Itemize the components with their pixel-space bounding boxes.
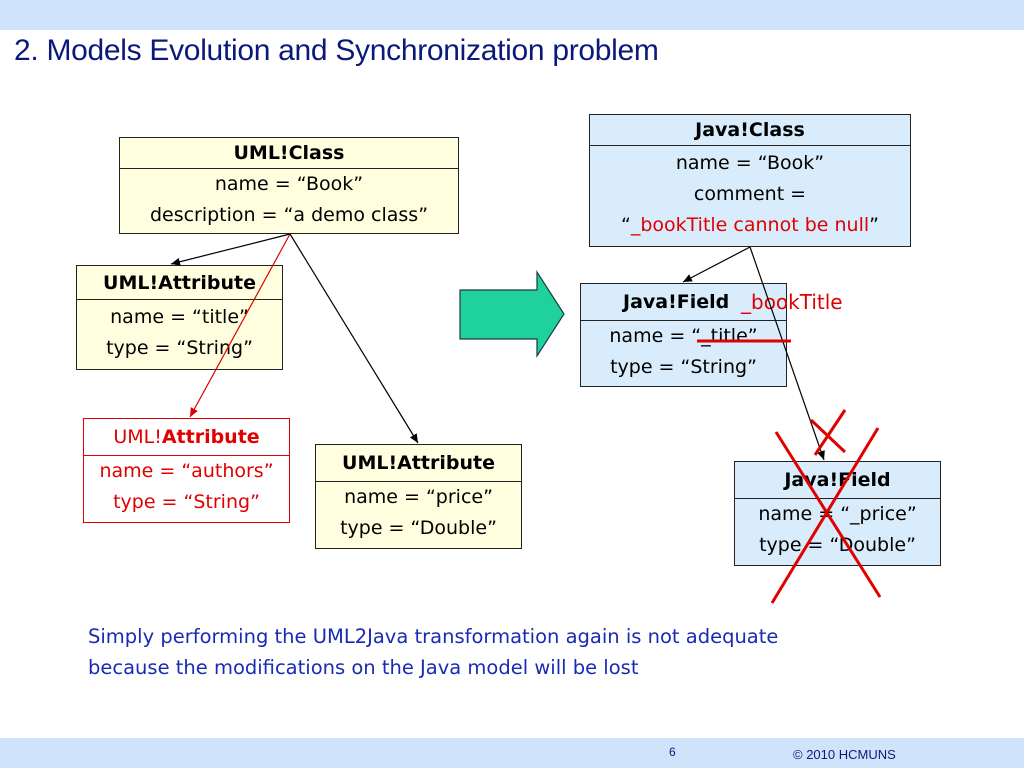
bottom-bar (0, 738, 1024, 768)
uml-class-name: name = “Book” (214, 173, 364, 195)
uml-attribute-price-header: UML!Attribute (316, 445, 521, 482)
uml-attribute-authors-header: UML!Attribute (84, 419, 289, 456)
java-field-title-body: name = “_title” type = “String” (581, 321, 786, 383)
java-class-body: name = “Book” comment = “_bookTitle cann… (590, 146, 910, 241)
uml-attribute-authors-box: UML!Attribute name = “authors” type = “S… (83, 418, 290, 523)
java-class-box: Java!Class name = “Book” comment = “_boo… (589, 114, 911, 247)
top-bar (0, 0, 1024, 30)
uml-attribute-price-name: name = “price” (344, 486, 493, 508)
uml-class-header: UML!Class (120, 138, 458, 169)
uml-attribute-authors-body: name = “authors” type = “String” (84, 456, 289, 518)
java-field-rename-annotation: _bookTitle (741, 290, 843, 314)
java-field-title-name: name = “_title” (609, 325, 758, 347)
java-class-name: name = “Book” (675, 152, 825, 174)
java-class-header: Java!Class (590, 115, 910, 146)
uml-attribute-authors-type: type = “String” (113, 491, 260, 513)
uml-class-body: name = “Book” description = “a demo clas… (120, 169, 458, 231)
uml-attribute-authors-name: name = “authors” (99, 460, 274, 482)
java-field-price-name: name = “_price” (758, 503, 917, 525)
java-field-title-type: type = “String” (610, 356, 757, 378)
slide-title: 2. Models Evolution and Synchronization … (14, 34, 659, 67)
java-field-title-header-label: Java!Field (623, 291, 730, 313)
uml-attribute-price-box: UML!Attribute name = “price” type = “Dou… (315, 444, 522, 549)
java-field-price-body: name = “_price” type = “Double” (735, 499, 940, 561)
uml-class-box: UML!Class name = “Book” description = “a… (119, 137, 459, 234)
uml-attribute-price-body: name = “price” type = “Double” (316, 482, 521, 544)
uml-class-description: description = “a demo class” (149, 204, 429, 226)
uml-attribute-authors-header-prefix: UML! (113, 426, 162, 448)
explanation-note: Simply performing the UML2Java transform… (88, 621, 778, 683)
java-class-comment-open-quote: “ (621, 214, 631, 236)
note-line-2: because the modifications on the Java mo… (88, 656, 639, 679)
note-line-1: Simply performing the UML2Java transform… (88, 625, 779, 648)
uml-attribute-authors-header-bold: Attribute (161, 426, 260, 448)
java-field-price-header: Java!Field (735, 462, 940, 499)
java-class-comment-label: comment = (693, 183, 807, 205)
copyright: © 2010 HCMUNS (793, 747, 896, 762)
java-class-comment-value: “_bookTitle cannot be null” (590, 210, 910, 241)
java-class-comment-text: _bookTitle cannot be null (630, 214, 870, 236)
java-class-comment-close-quote: ” (869, 214, 879, 236)
java-field-price-box: Java!Field name = “_price” type = “Doubl… (734, 461, 941, 566)
page-number: 6 (669, 745, 676, 759)
java-field-title-header: Java!Field (581, 284, 786, 321)
java-field-price-type: type = “Double” (759, 534, 916, 556)
uml-attribute-price-type: type = “Double” (340, 517, 497, 539)
